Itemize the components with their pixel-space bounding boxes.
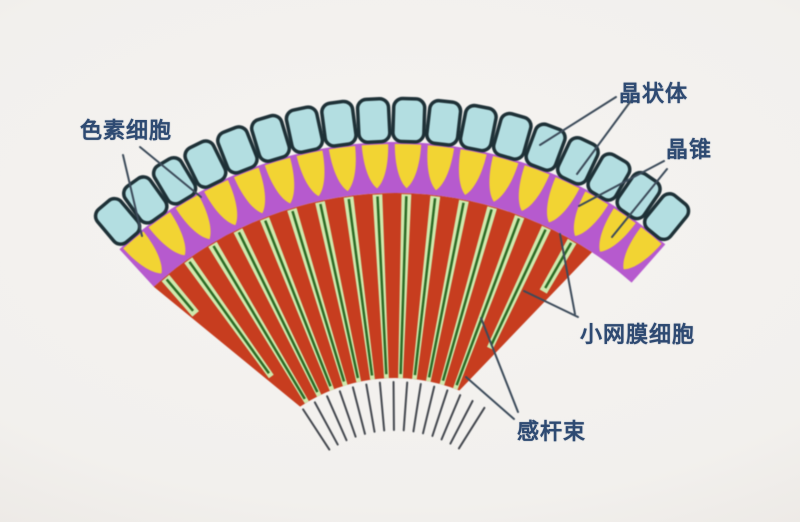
crystal-cone — [123, 231, 162, 274]
rhabdom-core-line — [544, 242, 573, 289]
crystal-cone — [175, 194, 211, 240]
lens-cell — [355, 96, 392, 145]
label-crystalline-cone: 晶锥 — [666, 132, 712, 164]
nerve-fiber-line — [457, 406, 486, 450]
label-crystalline-lens: 晶状体 — [619, 76, 688, 108]
lens-cells — [93, 96, 691, 246]
lens-cell — [284, 105, 325, 155]
crystal-cone — [489, 156, 519, 202]
crystal-cone — [573, 191, 609, 236]
lens-cell — [642, 192, 691, 242]
leader-line-retinula-cells — [523, 290, 579, 318]
crystal-cone — [296, 150, 325, 197]
lens-cell — [320, 99, 358, 148]
label-pigment-cells: 色素细胞 — [80, 113, 172, 145]
crystal-cone — [458, 149, 487, 195]
rhabdom-core-line — [427, 202, 465, 378]
crystal-cone — [328, 146, 356, 192]
label-crystalline-cone-text: 晶锥 — [666, 137, 713, 162]
lens-cell — [425, 98, 463, 147]
nerve-fiber-line — [422, 385, 436, 435]
rhabdom-core-line — [399, 196, 408, 375]
lens-cell — [555, 135, 600, 186]
lens-cell — [391, 96, 427, 144]
rhabdom-core-line — [319, 203, 360, 379]
label-retinula-cells: 小网膜细胞 — [580, 317, 695, 349]
crystal-cone — [264, 157, 295, 204]
crystal-cone — [427, 145, 455, 191]
label-pigment-cells-text: 色素细胞 — [80, 118, 173, 143]
lens-cell — [93, 196, 142, 246]
label-retinula-cells-text: 小网膜细胞 — [580, 322, 696, 347]
rhabdom-core-line — [413, 198, 437, 376]
leader-line-rhabdom — [480, 317, 519, 413]
rhabdom-stripes — [161, 194, 577, 404]
nerve-fiber-line — [402, 381, 409, 432]
rhabdom-core-line — [165, 278, 195, 312]
crystal-cone — [204, 180, 238, 226]
crystal-cone — [546, 177, 580, 223]
rhabdom-core-line — [188, 261, 270, 374]
nerve-fiber-line — [365, 383, 376, 433]
leader-line-crystalline-cone — [578, 160, 665, 207]
leader-line-crystalline-lens — [576, 97, 634, 175]
label-rhabdom-text: 感杆束 — [517, 419, 587, 444]
rhabdom-core-line — [212, 245, 306, 400]
leader-line-pigment-cells — [139, 146, 202, 198]
crystal-cone — [394, 143, 422, 189]
nerve-fiber-line — [431, 389, 449, 437]
rhabdom-core-line — [264, 220, 332, 387]
nerve-fiber-line — [412, 382, 422, 433]
lens-cell — [249, 113, 292, 163]
rhabdom-core-line — [441, 209, 493, 382]
leader-line-crystalline-cone — [611, 168, 668, 238]
nerve-fibers — [302, 381, 486, 451]
lens-cell — [183, 139, 228, 189]
crystal-cone — [234, 167, 266, 214]
rhabdom-core-line — [455, 217, 521, 386]
nerve-fiber-line — [338, 390, 357, 438]
lens-cell — [121, 175, 169, 225]
crystal-cone — [148, 212, 186, 256]
leader-line-rhabdom — [465, 376, 515, 420]
rhabdom-core-line — [376, 196, 388, 375]
crystal-cone — [623, 227, 662, 270]
leader-line-crystalline-lens — [539, 96, 617, 146]
nerve-fiber-line — [449, 399, 474, 445]
nerve-fiber-line — [378, 381, 386, 432]
lens-cell — [491, 111, 533, 161]
nerve-fiber-line — [351, 386, 366, 435]
label-crystalline-lens-text: 晶状体 — [619, 81, 689, 106]
leader-line-pigment-cells — [122, 154, 143, 237]
crystal-cone — [518, 165, 550, 211]
rhabdom-core-line — [291, 210, 346, 382]
lens-cell — [458, 103, 498, 153]
lens-cell — [216, 125, 259, 175]
leader-lines — [122, 96, 668, 420]
rhabdom-core-line — [347, 198, 374, 376]
nerve-fiber-line — [440, 394, 462, 441]
nerve-fiber-line — [326, 395, 348, 442]
lens-cell — [151, 155, 198, 206]
lens-cell — [615, 170, 662, 221]
nerve-fiber-line — [302, 408, 331, 451]
crystal-cone — [361, 144, 389, 189]
rhabdom-core-line — [237, 231, 319, 393]
nerve-fiber-line — [313, 401, 339, 446]
leader-line-retinula-cells — [559, 233, 576, 315]
label-rhabdom: 感杆束 — [517, 414, 586, 446]
rhabdom-core-line — [490, 229, 547, 346]
